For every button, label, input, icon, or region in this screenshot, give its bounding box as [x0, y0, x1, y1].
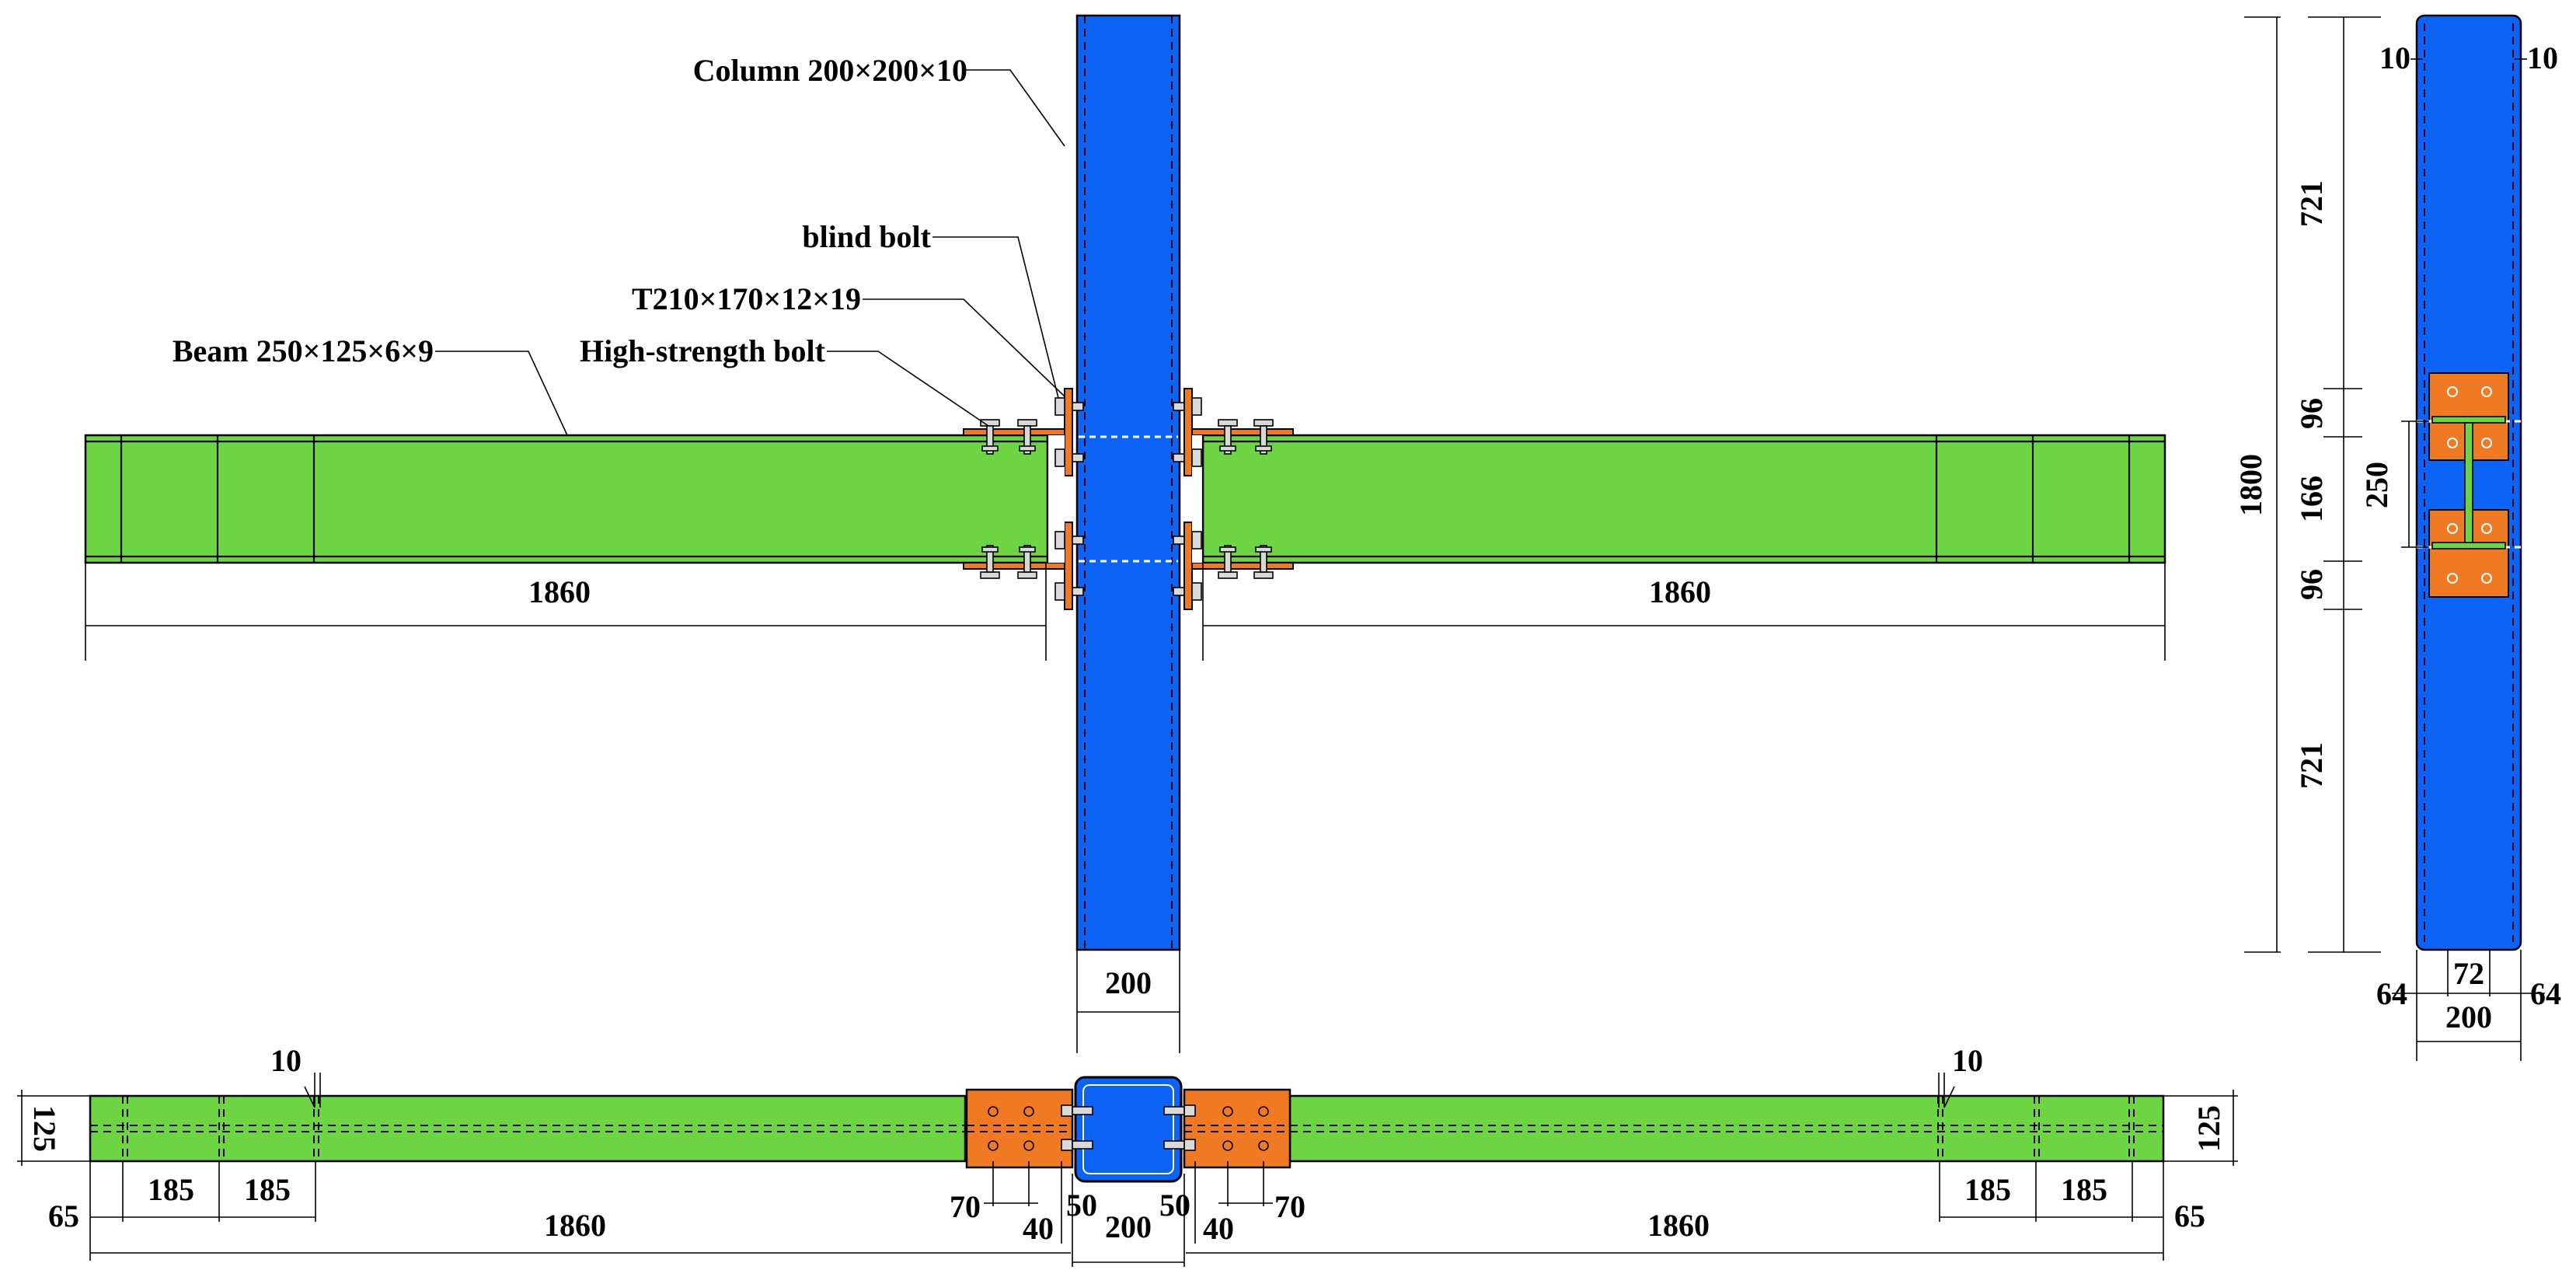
label-column: Column 200×200×10	[693, 53, 967, 88]
dimension-label: 250	[2359, 462, 2394, 508]
tee-stub-left-bottom	[963, 522, 1073, 610]
left-beam	[84, 434, 1049, 564]
bolt-hole	[1222, 1140, 1233, 1151]
dimension-label: 185	[2061, 1172, 2107, 1207]
dimension-label: 65	[48, 1198, 79, 1233]
bolt-hole	[2447, 573, 2458, 584]
bolt-hole	[988, 1106, 999, 1117]
tee-stub-left-top	[963, 388, 1073, 476]
side-beam-web	[2464, 422, 2473, 543]
dimension-label: 65	[2174, 1198, 2205, 1233]
bolt-hole	[1258, 1106, 1269, 1117]
dimension-label: 200	[2445, 1000, 2492, 1035]
bolt-hole	[988, 1140, 999, 1151]
side-view: 250 10 10 64 72 64 200	[2359, 14, 2561, 1061]
tee-stub-right-top	[1183, 388, 1294, 476]
plan-column	[1074, 1076, 1183, 1183]
dimension-label: 200	[1105, 965, 1152, 1000]
label-beam: Beam 250×125×6×9	[173, 333, 434, 368]
label-blind-bolt: blind bolt	[802, 219, 931, 254]
bolt-hole	[2481, 523, 2492, 534]
dimension-label: 1800	[2233, 454, 2268, 516]
dim-left-beam: 1860	[85, 563, 1047, 661]
label-hs-bolt: High-strength bolt	[580, 333, 826, 368]
elevation-view: Column 200×200×10 blind bolt T210×170×12…	[84, 14, 2381, 1053]
dimension-label: 200	[1105, 1209, 1152, 1244]
dimension-label: 96	[2294, 569, 2329, 600]
dimension-label: 96	[2294, 398, 2329, 429]
dimension-label: 40	[1023, 1211, 1054, 1246]
dimension-label: 10	[2379, 40, 2410, 75]
dimension-label: 1860	[544, 1208, 606, 1243]
dimension-label: 10	[1952, 1043, 1983, 1078]
plan-tee-left	[965, 1088, 1074, 1169]
label-tee: T210×170×12×19	[632, 281, 861, 316]
dimension-label: 50	[1159, 1188, 1190, 1223]
blind-bolts	[1054, 397, 1202, 601]
dimension-label: 40	[1203, 1211, 1234, 1246]
plan-right-beam	[1288, 1094, 2165, 1163]
dimension-label: 1860	[1647, 1208, 1710, 1243]
dimension-label: 166	[2294, 476, 2329, 522]
plan-view: 10 10 125 125 185 185 185 185 65	[17, 1043, 2238, 1267]
dim-right-beam: 1860	[1202, 563, 2166, 661]
bolt-hole	[1023, 1140, 1034, 1151]
dimension-label: 185	[1964, 1172, 2011, 1207]
plan-tee-right	[1183, 1088, 1291, 1169]
right-beam	[1201, 434, 2166, 564]
dimension-label: 10	[2527, 40, 2558, 75]
dimension-label: 185	[244, 1172, 291, 1207]
bolt-hole	[2447, 438, 2458, 448]
dimension-label: 1860	[528, 574, 591, 609]
dim-column-width: 200	[1076, 950, 1180, 1053]
dim-heights: 1800 721 96 166 96 721	[2233, 16, 2381, 953]
dimension-label: 125	[27, 1105, 62, 1152]
bolt-hole	[2481, 573, 2492, 584]
bolt-hole	[2481, 438, 2492, 448]
bolt-hole	[2447, 523, 2458, 534]
bolt-hole	[2447, 386, 2458, 397]
bolt-hole	[2481, 386, 2492, 397]
bolt-hole	[1222, 1106, 1233, 1117]
bolt-hole	[1023, 1106, 1034, 1117]
bolt-hole	[1258, 1140, 1269, 1151]
dimension-label: 64	[2376, 976, 2407, 1011]
dimension-label: 70	[950, 1189, 981, 1224]
dimension-label: 70	[1274, 1189, 1305, 1224]
dimension-label: 185	[148, 1172, 194, 1207]
dimension-label: 721	[2294, 180, 2329, 227]
dimension-label: 72	[2453, 956, 2484, 991]
tee-stub-right-bottom	[1183, 522, 1294, 610]
dimension-label: 721	[2294, 742, 2329, 789]
dimension-label: 50	[1066, 1188, 1097, 1223]
dimension-label: 1860	[1649, 574, 1711, 609]
column	[1075, 14, 1181, 951]
hs-bolts	[980, 419, 1274, 579]
dimension-label: 64	[2530, 976, 2561, 1011]
dimension-label: 10	[270, 1043, 302, 1078]
plan-left-beam	[89, 1094, 967, 1163]
dimension-label: 125	[2191, 1105, 2226, 1152]
